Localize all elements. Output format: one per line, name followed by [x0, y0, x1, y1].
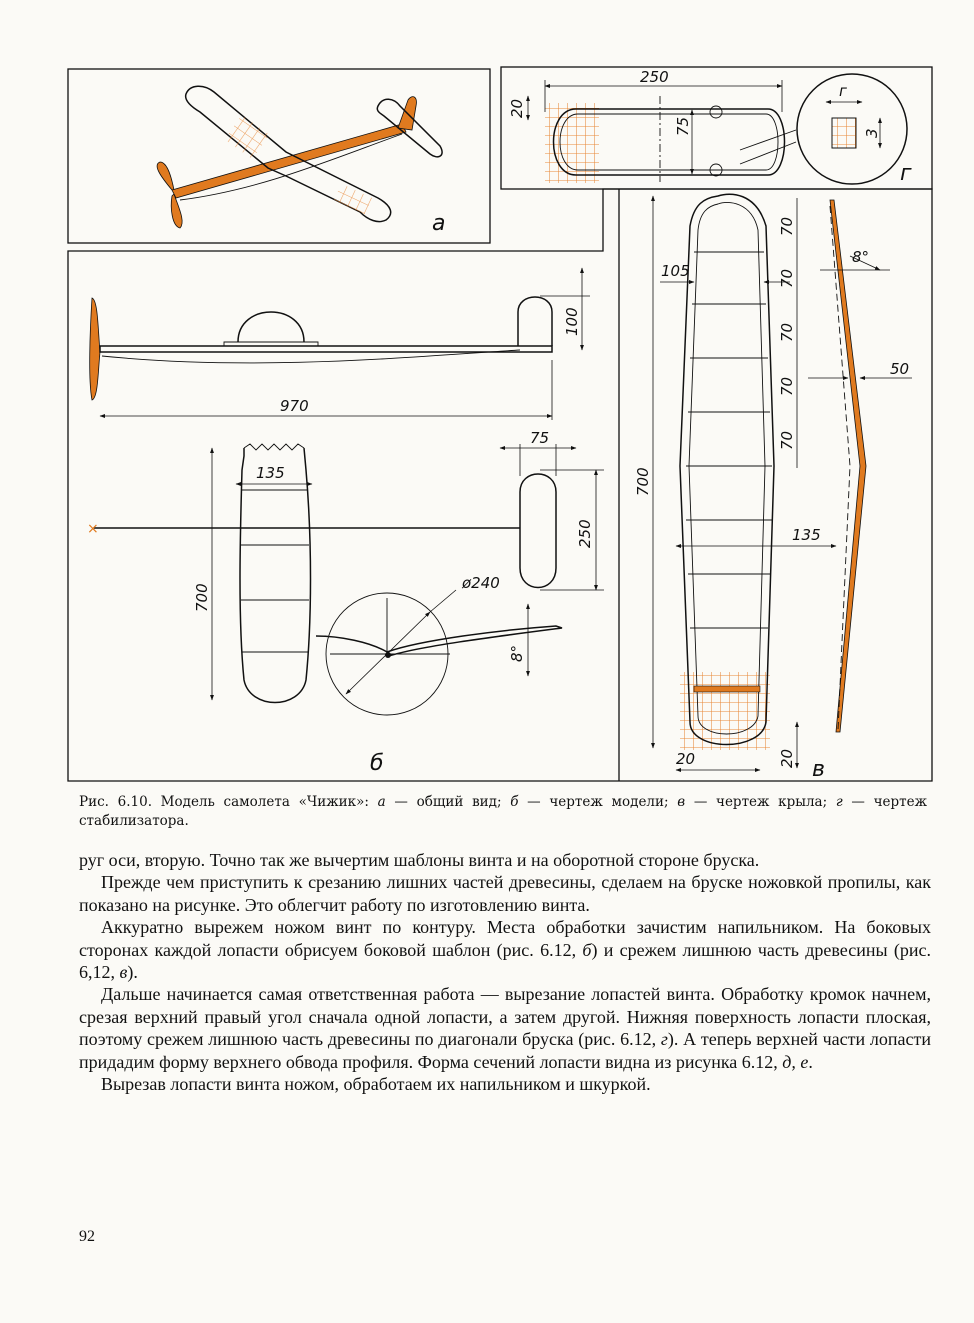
label-g: г: [900, 161, 912, 186]
panel-a-border: [67, 68, 491, 244]
page-number: 92: [79, 1228, 95, 1245]
p3-text-a: Аккуратно вырежем ножом винт по контуру.…: [79, 917, 931, 960]
section-block: [831, 117, 857, 149]
side-970-label: 970: [280, 397, 309, 415]
wing-70-2: 70: [778, 269, 796, 288]
p4-text-c: ). А теперь верхней части лопасти придад…: [79, 1029, 931, 1072]
p4-letter-g: г: [660, 1029, 668, 1050]
label-a: а: [432, 211, 445, 236]
model-side-view: 970 100: [89, 267, 590, 420]
section-3-label: 3: [863, 128, 881, 138]
p4-letters-d-e: д, е: [782, 1051, 809, 1072]
wing-70-1: 70: [778, 217, 796, 236]
label-b: б: [370, 751, 384, 776]
wing-angle-arc: [849, 255, 881, 271]
paragraph-5: Вырезав лопасти винта ножом, обработаем …: [101, 1074, 651, 1095]
stabilizer-inner: [559, 113, 779, 171]
wing-drawing: 105 135 700 70 70 70 70 70 20 20 8° 50 в: [634, 193, 912, 782]
side-100-label: 100: [563, 307, 581, 336]
fuselage-stick: [171, 123, 407, 199]
stabilizer-drawing: 250 20 75 г 3 г: [508, 68, 912, 186]
wing-135-label: 135: [792, 526, 821, 544]
wing-20-bottom: 20: [676, 750, 695, 768]
wing: [184, 85, 392, 223]
p3-text-c: ) и срежем лишнюю часть древесины (рис. …: [79, 939, 931, 983]
p3-letter-v: в: [119, 962, 128, 983]
wing-tip-grid: [680, 672, 770, 750]
p3-text-e: ).: [127, 962, 138, 983]
stab-callout: [739, 129, 797, 165]
wing-105-label: 105: [661, 262, 690, 280]
wing-inner: [688, 201, 766, 735]
paragraph-1: руг оси, вторую. Точно так же вычертим ш…: [79, 850, 760, 870]
plan-135-label: 135: [256, 464, 285, 482]
p4-text-e: .: [808, 1051, 813, 1072]
prop-240-leader: [429, 589, 457, 613]
plan-75-label: 75: [530, 429, 549, 447]
section-circle: [796, 73, 908, 185]
stab-chord-label: 75: [674, 117, 692, 136]
plan-wing-half: [239, 447, 312, 704]
propeller-blade-bottom: [170, 193, 183, 229]
p3-letter-b: б: [582, 939, 592, 960]
model-front-view: ø240 8° б: [315, 574, 563, 776]
wing-outline: [679, 193, 775, 746]
wing-tip-rib: [693, 685, 761, 693]
wing-50-label: 50: [890, 360, 909, 378]
wing-20-right: 20: [778, 749, 796, 768]
plan-250-label: 250: [576, 519, 594, 548]
wing-70-3: 70: [778, 323, 796, 342]
side-wing-mount: [223, 341, 319, 347]
stab-20-label: 20: [508, 99, 526, 118]
propeller-blade-top: [156, 161, 175, 191]
wing-covering-1: [224, 114, 270, 160]
side-rubber: [101, 349, 521, 364]
model-general-view: а: [156, 85, 445, 236]
wing-angle-label: 8°: [852, 248, 869, 266]
paragraph-3: Аккуратно вырежем ножом винт по контуру.…: [79, 916, 931, 983]
panel-b-v-border: [67, 188, 933, 782]
stab-span-label: 250: [640, 68, 669, 86]
caption-g-text: — чертеж стабилизатора.: [79, 794, 927, 829]
side-fuselage: [99, 345, 553, 353]
side-canopy: [237, 311, 305, 343]
rubber-motor: [179, 133, 403, 201]
stabilizer-spar-hole-2: [709, 163, 723, 177]
paragraph-4: Дальше начинается самая ответственная ра…: [79, 983, 931, 1073]
caption-v-letter: в: [677, 794, 686, 810]
caption-a-letter: а: [377, 794, 386, 810]
plan-wing-break: [243, 443, 305, 451]
caption-b-letter: б: [510, 794, 519, 810]
wing-70-4: 70: [778, 377, 796, 396]
caption-v-text: — чертеж крыла;: [685, 794, 836, 810]
wing-700-label: 700: [634, 467, 652, 496]
side-fin: [517, 296, 553, 346]
paragraph-2: Прежде чем приступить к срезанию лишних …: [79, 872, 931, 915]
caption-g-letter: г: [835, 794, 843, 810]
figure-6-10: а 250 20 75 г 3 г 970: [67, 66, 933, 782]
prop-240-dim: [345, 611, 431, 695]
caption-prefix: Рис. 6.10. Модель самолета «Чижик»:: [79, 794, 378, 810]
caption-a-text: — общий вид;: [385, 794, 511, 810]
plan-propeller-mark: ×: [87, 521, 99, 537]
model-plan-view: × 135 700 75 250: [87, 429, 604, 704]
stabilizer-outline: [552, 108, 786, 176]
wing-70-5: 70: [778, 431, 796, 450]
stabilizer-spar-hole-1: [709, 105, 723, 119]
figure-caption: Рис. 6.10. Модель самолета «Чижик»: а — …: [79, 793, 927, 831]
section-g-label: г: [839, 82, 847, 100]
label-v: в: [812, 757, 825, 782]
wing-covering-2: [333, 183, 373, 215]
plan-stabilizer: [519, 473, 557, 589]
side-propeller: [89, 297, 101, 401]
p4-text-a: Дальше начинается самая ответственная ра…: [79, 984, 931, 1050]
body-text: руг оси, вторую. Точно так же вычертим ш…: [79, 849, 931, 1095]
front-angle-label: 8°: [508, 645, 526, 662]
front-wing-right: [386, 625, 563, 657]
plan-700-label: 700: [193, 583, 211, 612]
wing-side-view: [829, 199, 867, 733]
stabilizer: [376, 98, 443, 158]
caption-b-text: — чертеж модели;: [518, 794, 678, 810]
prop-240-label: ø240: [461, 574, 500, 592]
